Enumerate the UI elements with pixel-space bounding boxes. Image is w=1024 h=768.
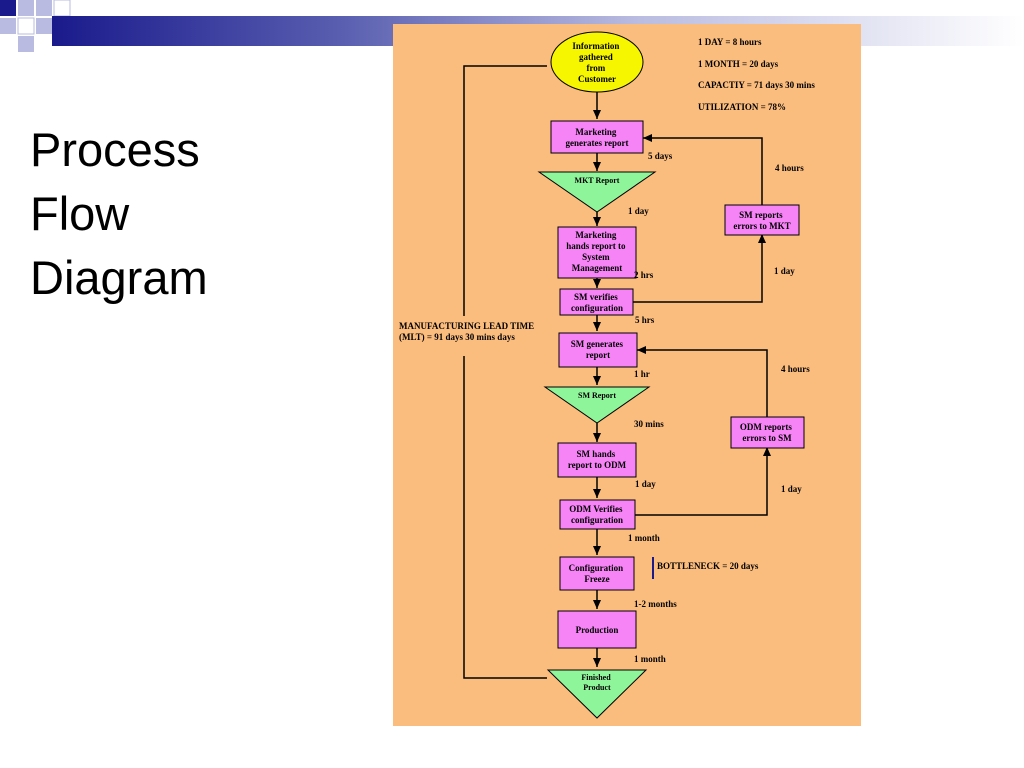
sm-hands-report-box [557,442,637,478]
production-box [557,610,637,649]
marketing-generates-report-text: Marketing generates report [565,127,628,148]
feedback-duration-label: 1 day [774,266,795,276]
duration-label: 1 hr [634,369,650,379]
title-line-3: Diagram [30,251,208,304]
feedback-duration-label: 4 hours [775,163,804,173]
sm-errors-text: SM reports errors to MKT [733,210,790,231]
duration-label: 1 day [635,479,656,489]
duration-label: 2 hrs [634,270,654,280]
start-text: Information gathered from Customer [572,41,621,84]
feedback-duration-label: 4 hours [781,364,810,374]
title-line-1: Process [30,123,200,176]
notes: 1 DAY = 8 hours 1 MONTH = 20 days CAPACT… [698,37,817,112]
process-flow-diagram: Information gathered from Customer 1 DAY… [393,24,861,726]
configuration-freeze-box [559,556,635,591]
odm-errors-box [730,416,805,449]
sm-hands-report-text: SM hands report to ODM [568,449,627,470]
finished-product-triangle [546,669,648,719]
configuration-freeze-text: Configuration Freeze [569,563,626,584]
bottleneck-label: BOTTLENECK = 20 days [657,561,759,571]
duration-label: 5 days [648,151,673,161]
duration-label: 1-2 months [634,599,677,609]
mkt-report-text: MKT Report [575,176,620,185]
odm-verifies-box [559,499,636,530]
sm-errors-box [724,204,800,236]
production-text: Production [576,625,619,635]
odm-errors-text: ODM reports errors to SM [740,422,794,443]
sm-generates-report-text: SM generates report [571,339,625,360]
corner-logo [0,0,71,52]
feedback-duration-label: 1 day [781,484,802,494]
sm-generates-report-box [558,332,638,368]
start-circle [550,31,644,93]
sm-verifies-box [559,288,634,316]
sm-report-triangle [543,386,651,424]
odm-verifies-text: ODM Verifies configuration [569,504,625,525]
duration-label: 1 day [628,206,649,216]
duration-label: 5 hrs [635,315,655,325]
duration-label: 1 month [628,533,660,543]
duration-label: 1 month [634,654,666,664]
title-line-2: Flow [30,187,130,240]
marketing-hands-report-text: Marketing hands report to System Managem… [566,230,628,273]
sm-report-text: SM Report [578,391,616,400]
marketing-generates-report-box [550,120,644,154]
mkt-report-triangle [537,171,657,213]
sm-verifies-text: SM verifies configuration [571,292,623,313]
finished-product-text: Finished Product [581,673,612,692]
slide-title: Process Flow Diagram [30,118,290,310]
duration-label: 30 mins [634,419,664,429]
lead-time-label: MANUFACTURING LEAD TIME (MLT) = 91 days … [399,321,536,342]
marketing-hands-report-box [557,226,637,279]
